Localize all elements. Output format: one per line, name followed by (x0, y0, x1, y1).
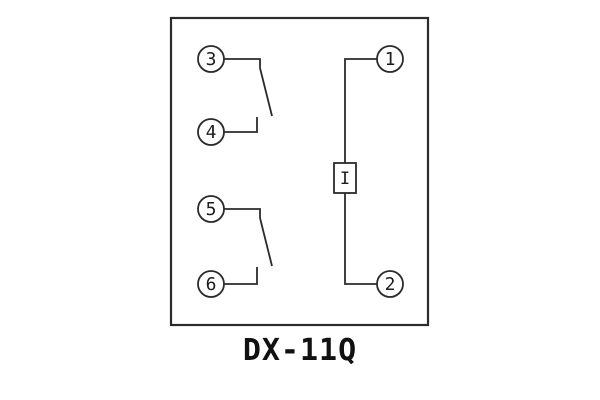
contact-blade-3-4 (259, 67, 273, 117)
terminal-1-label: 1 (385, 49, 396, 70)
contact-blade-5-6 (259, 217, 273, 267)
terminal-6-label: 6 (206, 274, 217, 295)
terminal-6-circle (197, 270, 225, 298)
terminal-4-circle (197, 118, 225, 146)
terminal-5-circle (197, 195, 225, 223)
terminal-4-label: 4 (206, 122, 217, 143)
terminal-3-circle (197, 45, 225, 73)
terminal-2-circle (376, 270, 404, 298)
terminal-3-label: 3 (206, 49, 217, 70)
schematic-border (169, 16, 430, 327)
terminal-5-label: 5 (206, 199, 217, 220)
wire-terminal-4 (224, 117, 258, 133)
terminal-2-label: 2 (385, 274, 396, 295)
wire-terminal-3 (224, 58, 261, 68)
model-title: DX-11Q (242, 333, 358, 368)
wire-terminal-6 (224, 267, 258, 285)
wire-terminal-5 (224, 208, 261, 218)
terminal-1-circle (376, 45, 404, 73)
wire-terminal-2 (344, 193, 377, 285)
schematic-svg: I 3 4 5 6 1 2 (169, 16, 430, 327)
wire-terminal-1 (344, 58, 377, 163)
coil-label: I (340, 169, 350, 189)
